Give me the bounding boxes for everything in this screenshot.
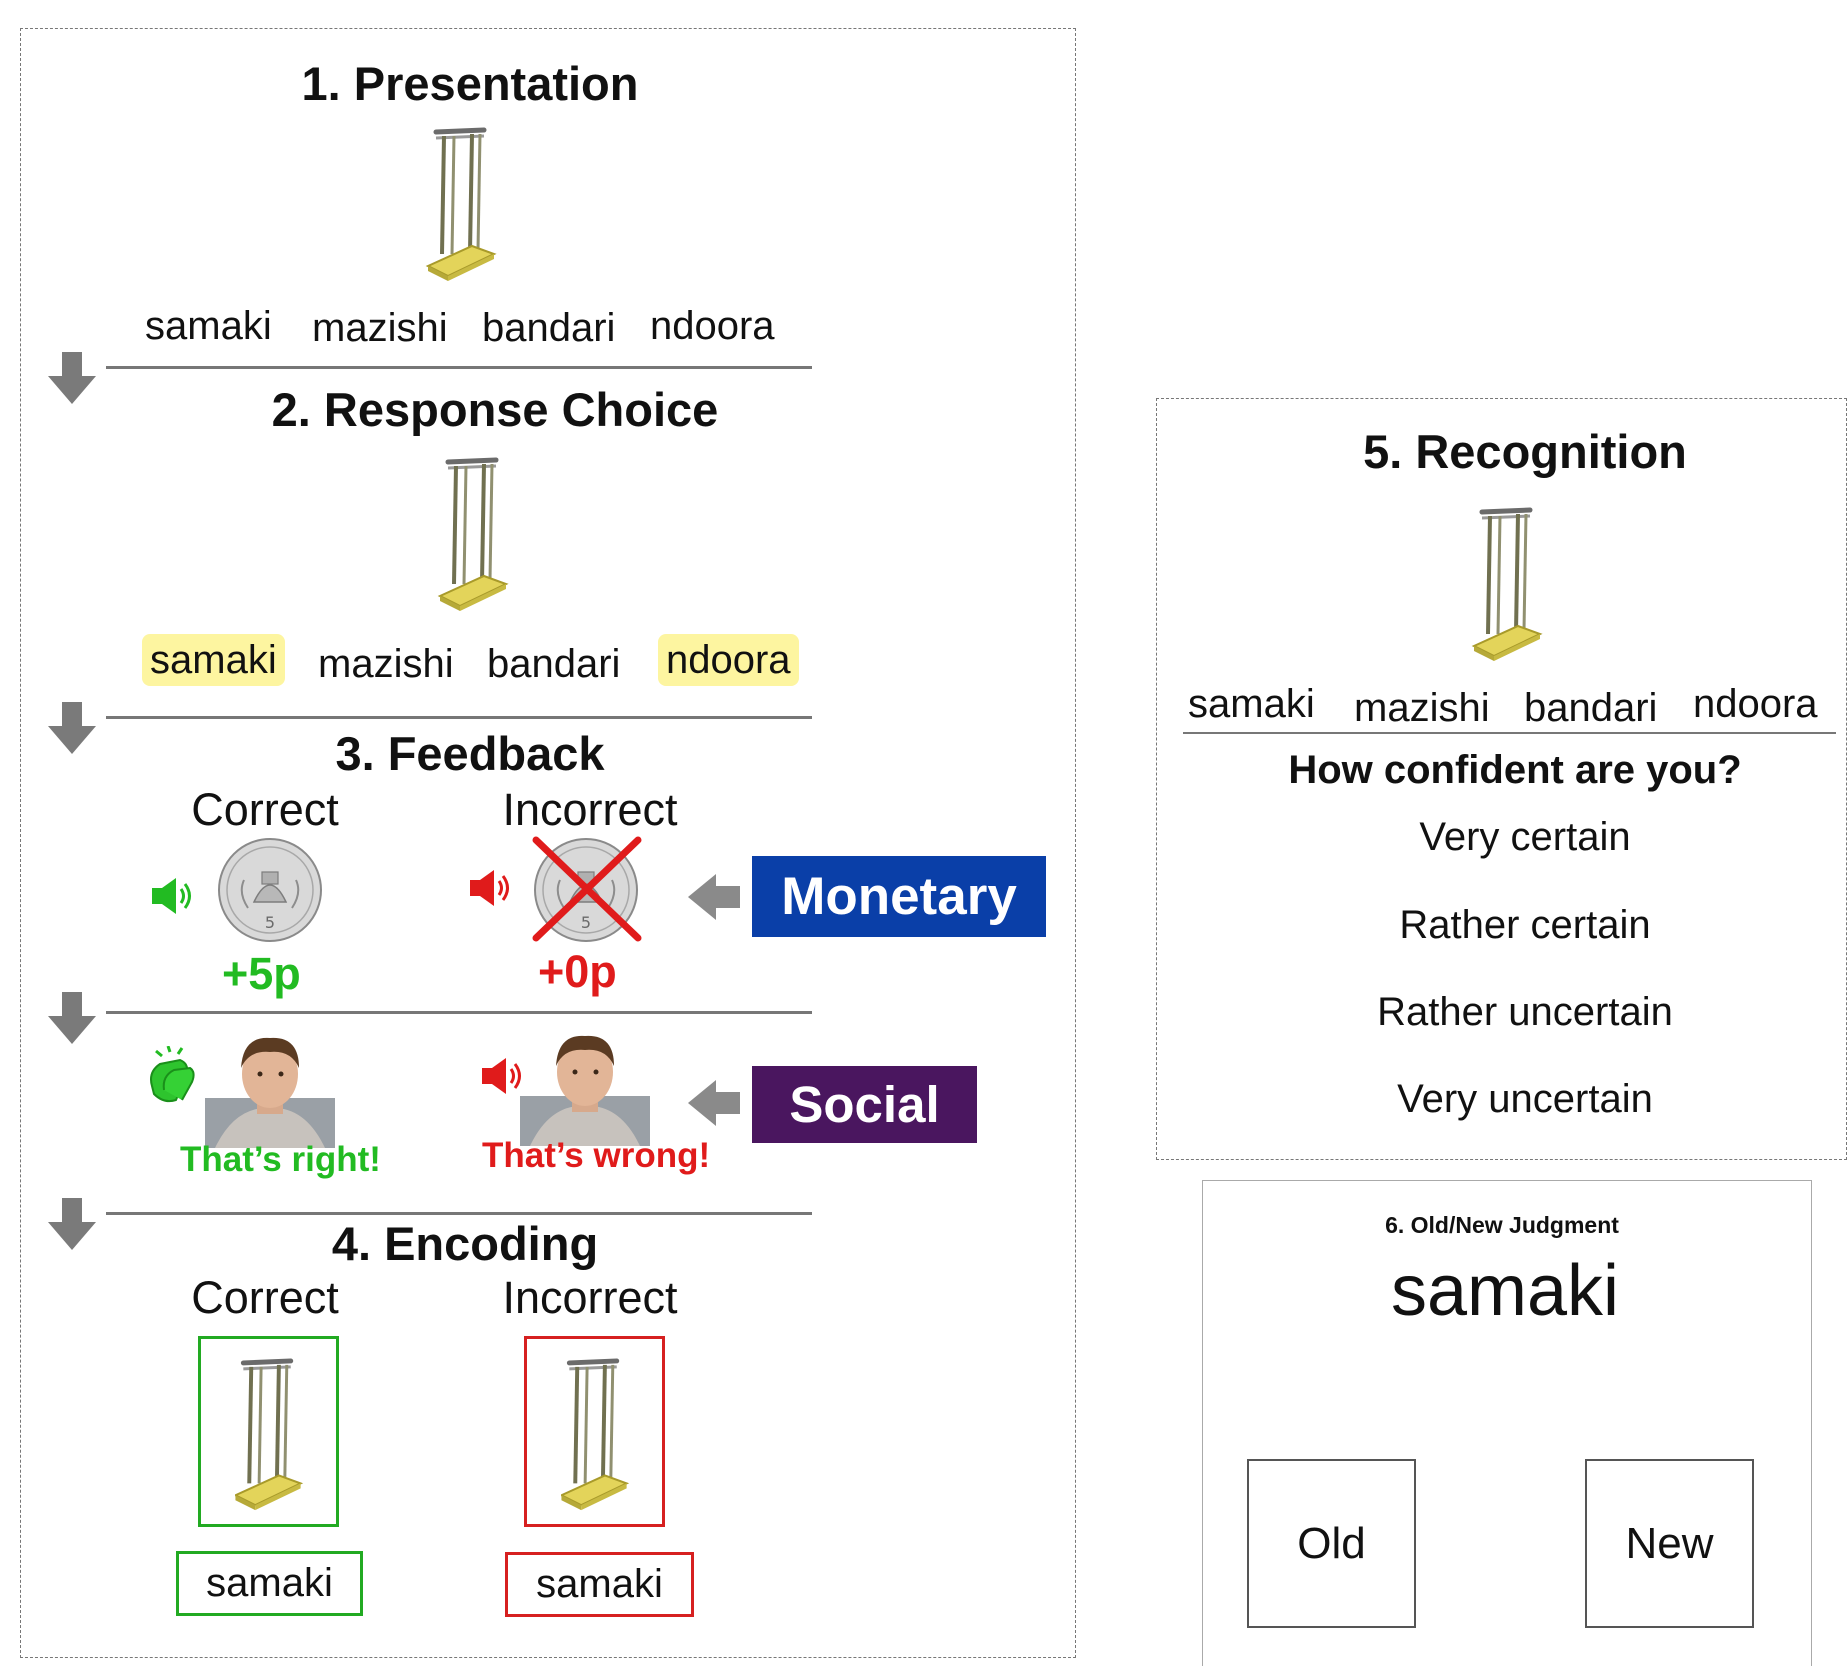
old-new-word: samaki [1390, 1251, 1620, 1331]
down-arrow-icon [48, 1198, 96, 1250]
response-word-2[interactable]: mazishi [318, 642, 454, 686]
recognition-word-2[interactable]: mazishi [1354, 686, 1490, 730]
encoding-correct-label: Correct [191, 1272, 339, 1323]
learning-phase-panel [20, 28, 1076, 1658]
presentation-word-2: mazishi [312, 306, 448, 350]
feedback-title: 3. Feedback [335, 727, 605, 780]
confidence-option-1[interactable]: Very certain [1419, 815, 1631, 859]
presentation-object-image [425, 126, 501, 286]
old-new-panel [1202, 1180, 1812, 1666]
presentation-title: 1. Presentation [301, 57, 639, 110]
recognition-word-3[interactable]: bandari [1524, 686, 1658, 730]
left-arrow-icon [688, 874, 740, 920]
confidence-option-4[interactable]: Very uncertain [1397, 1077, 1653, 1121]
happy-face-photo [205, 1037, 335, 1148]
social-tag: Social [752, 1066, 977, 1143]
feedback-correct-label: Correct [191, 784, 339, 835]
down-arrow-icon [48, 352, 96, 404]
recognition-word-4[interactable]: ndoora [1693, 682, 1818, 726]
gain-amount: +5p [222, 948, 301, 999]
response-word-3[interactable]: bandari [487, 642, 621, 686]
response-choice-title: 2. Response Choice [271, 383, 719, 436]
down-arrow-icon [48, 992, 96, 1044]
presentation-word-4: ndoora [650, 304, 775, 348]
no-gain-amount: +0p [538, 946, 617, 997]
social-incorrect-phrase: That’s wrong! [482, 1136, 711, 1175]
divider [1183, 732, 1836, 734]
presentation-word-3: bandari [482, 306, 616, 350]
neutral-face-photo [520, 1035, 650, 1146]
divider [106, 716, 812, 719]
response-word-1[interactable]: samaki [142, 634, 285, 686]
recognition-word-1[interactable]: samaki [1188, 682, 1315, 726]
old-new-title: 6. Old/New Judgment [1385, 1212, 1619, 1238]
new-button[interactable]: New [1585, 1459, 1754, 1628]
old-button[interactable]: Old [1247, 1459, 1416, 1628]
confidence-option-2[interactable]: Rather certain [1399, 903, 1651, 947]
presentation-word-1: samaki [145, 304, 272, 348]
clapping-hands-icon [150, 1046, 195, 1103]
encoding-object-image [235, 1357, 305, 1515]
encoding-incorrect-image-box [524, 1336, 665, 1527]
left-arrow-icon [688, 1080, 740, 1126]
speaker-icon [152, 876, 191, 916]
encoding-incorrect-word: samaki [505, 1552, 694, 1617]
monetary-tag: Monetary [752, 856, 1046, 937]
down-arrow-icon [48, 702, 96, 754]
divider [106, 1011, 812, 1014]
encoding-correct-image-box [198, 1336, 339, 1527]
response-word-4[interactable]: ndoora [658, 634, 799, 686]
confidence-question: How confident are you? [1288, 748, 1742, 792]
recognition-object-image [1471, 506, 1547, 666]
encoding-title: 4. Encoding [331, 1217, 599, 1270]
divider [106, 1212, 812, 1215]
recognition-title: 5. Recognition [1363, 425, 1687, 478]
cross-icon [532, 836, 642, 942]
social-correct-phrase: That’s right! [180, 1140, 381, 1179]
speaker-icon [470, 868, 509, 908]
encoding-correct-word: samaki [176, 1551, 363, 1616]
response-object-image [437, 456, 513, 616]
coin-icon [218, 838, 322, 942]
feedback-incorrect-label: Incorrect [502, 784, 678, 835]
encoding-object-image [561, 1357, 631, 1515]
confidence-option-3[interactable]: Rather uncertain [1377, 990, 1673, 1034]
encoding-incorrect-label: Incorrect [502, 1272, 678, 1323]
divider [106, 366, 812, 369]
